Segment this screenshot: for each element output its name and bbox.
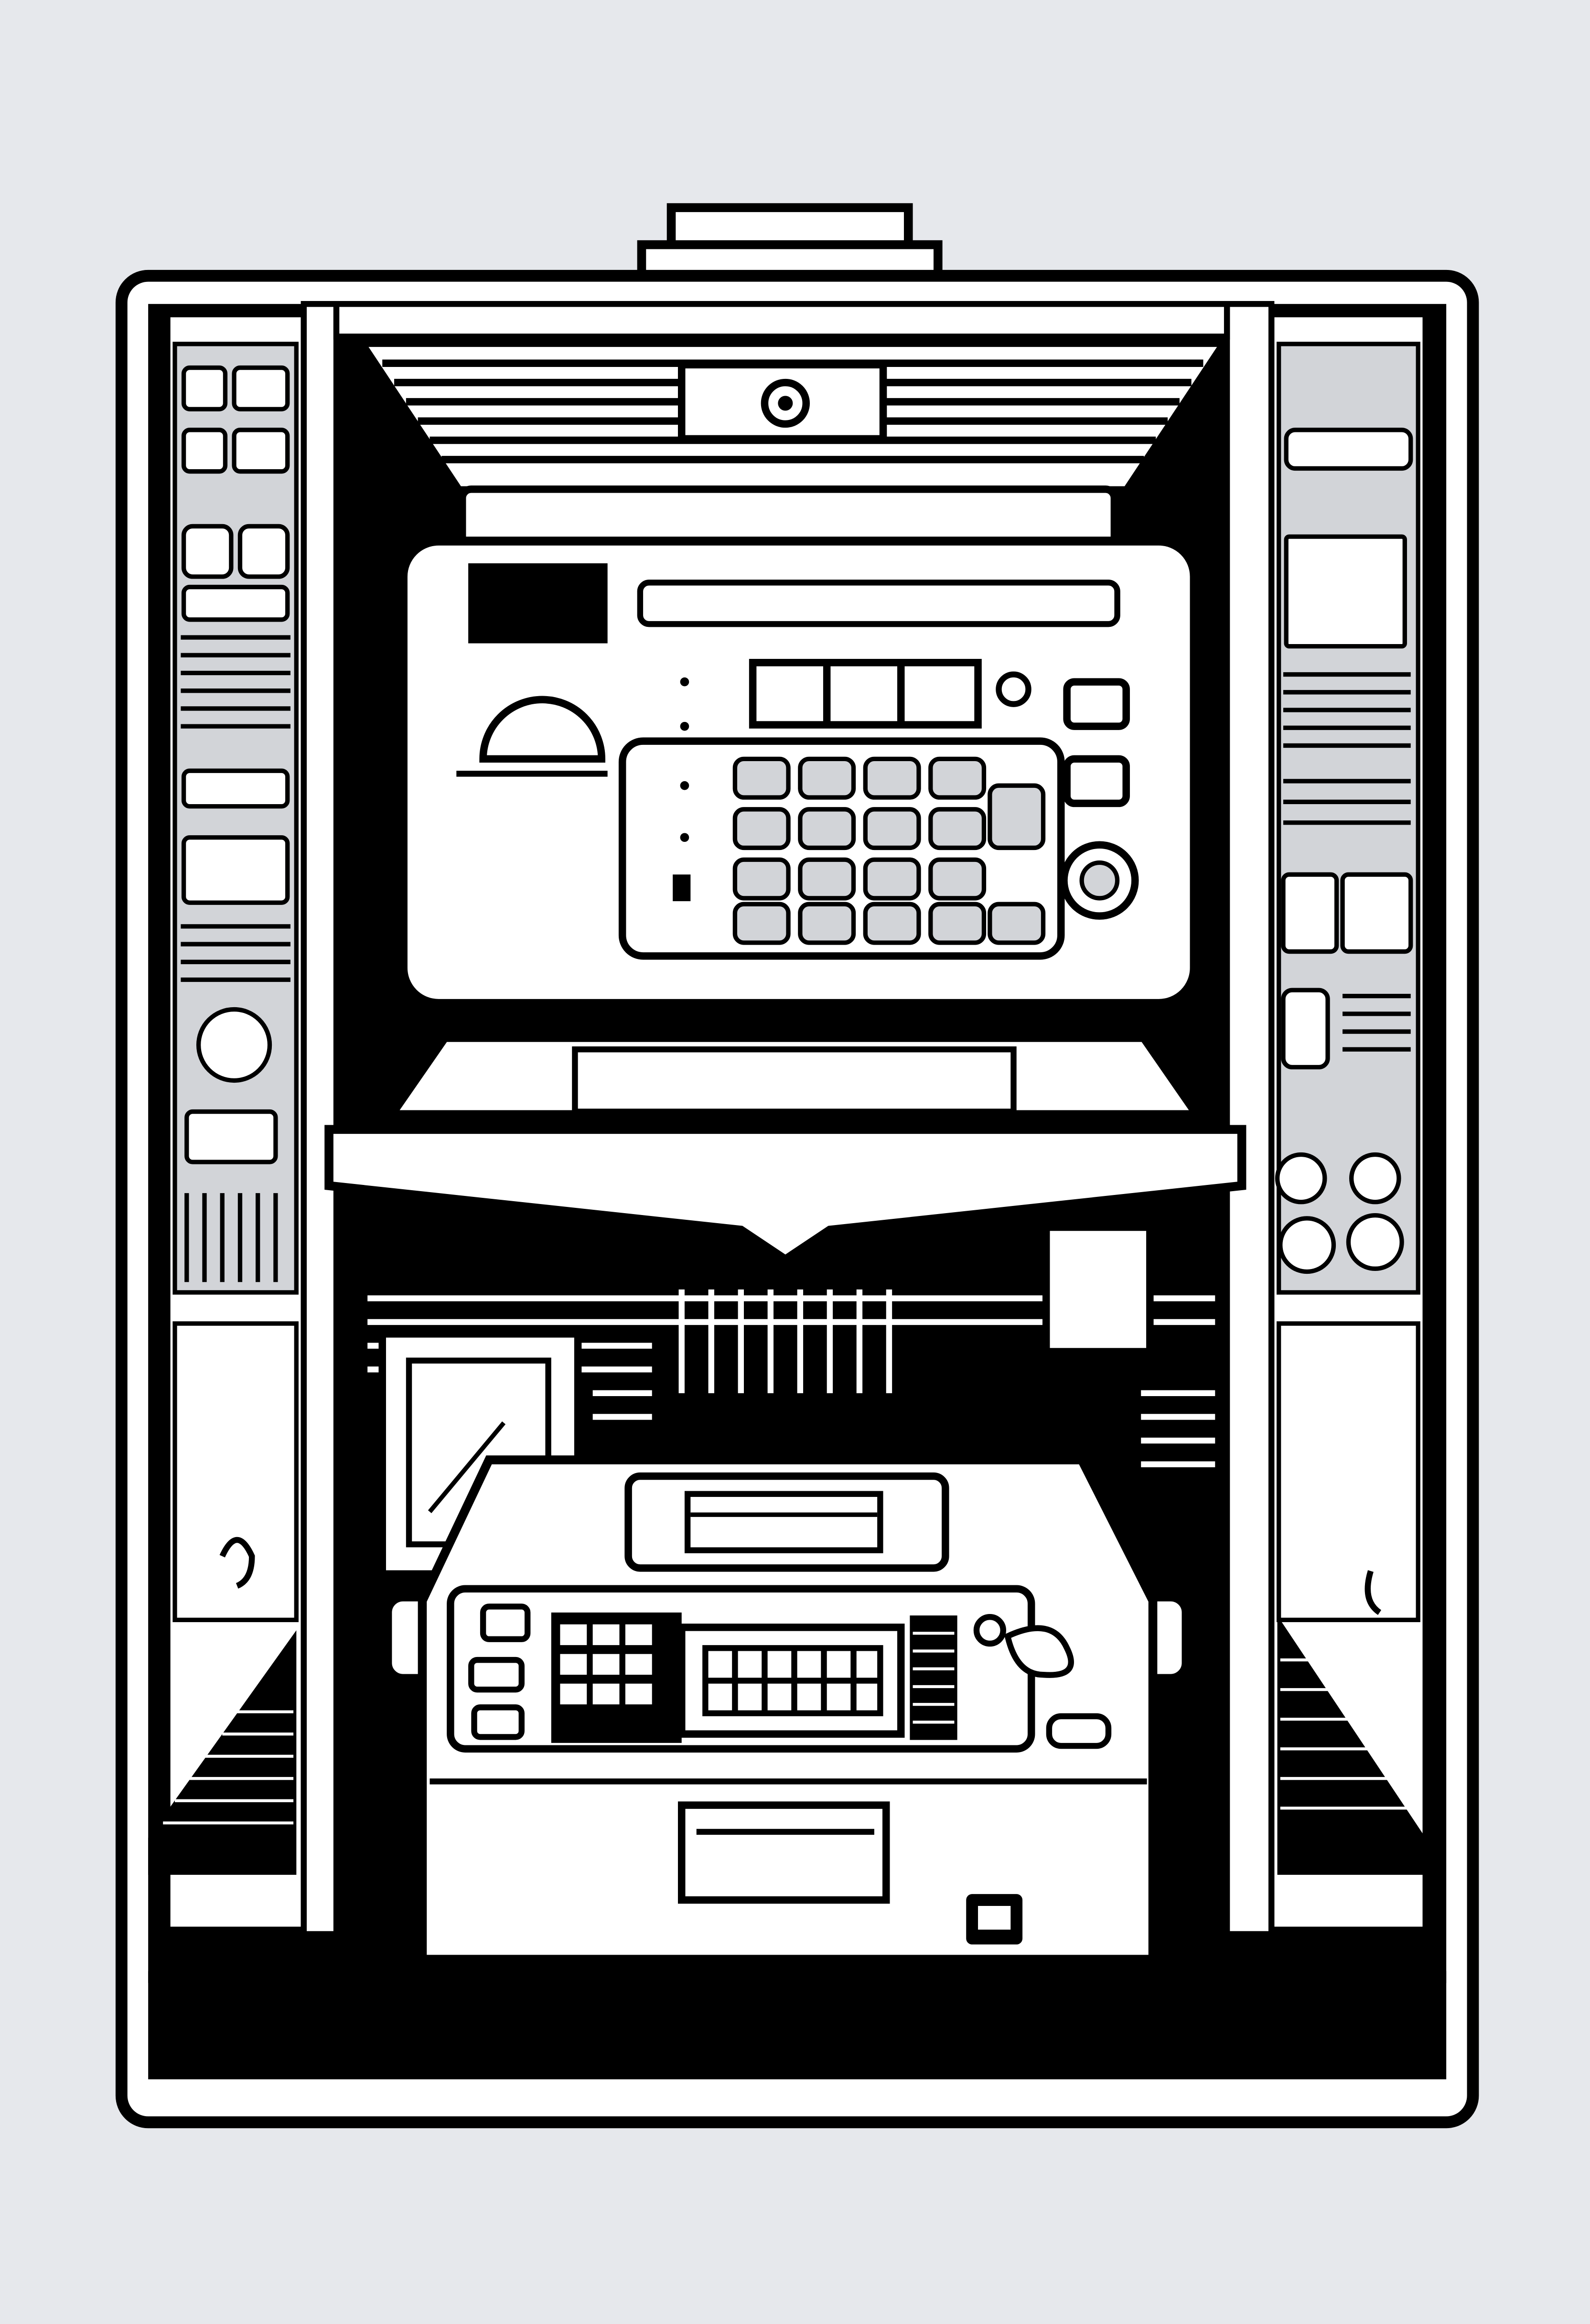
right-panel-vents xyxy=(1283,672,1411,1052)
upper-fax-keypad xyxy=(732,756,1046,945)
left-panel-controls xyxy=(181,365,290,1164)
upper-fax-machine xyxy=(398,485,1199,1008)
bottom-plinth xyxy=(148,1971,1447,1983)
upper-fax-screen xyxy=(468,563,608,644)
inner-columns xyxy=(301,301,1275,1937)
lower-fax-machine xyxy=(384,1455,1190,1964)
top-bay xyxy=(357,341,1228,493)
right-panel-controls xyxy=(1275,428,1413,1274)
upper-fax-display xyxy=(749,659,982,729)
paper-slot-icon xyxy=(479,696,606,763)
right-side-panel xyxy=(1268,311,1429,1933)
left-panel-vents xyxy=(181,635,290,1282)
paper-tray xyxy=(324,1033,1246,1265)
left-side-panel xyxy=(148,311,307,1933)
